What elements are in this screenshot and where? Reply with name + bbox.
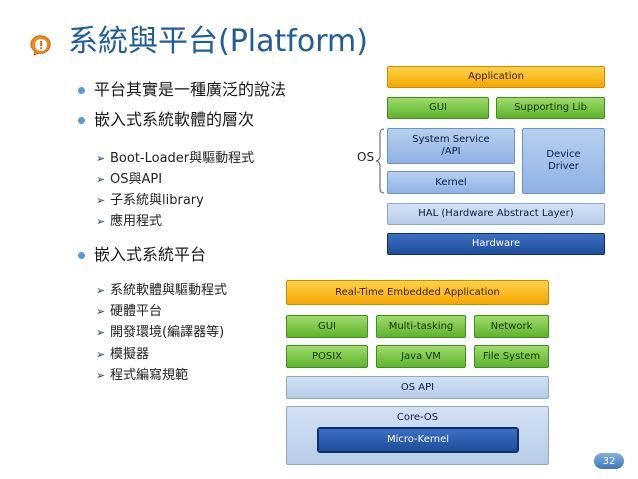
alert-icon [30,35,51,56]
platform-javavm: Java VM [376,345,466,368]
layer-supporting-lib: Supporting Lib [496,97,605,119]
bullet-platform-note: 平台其實是一種廣泛的說法 [77,80,287,99]
sub-bullet-emulator: 模擬器 [96,346,149,363]
page-number-badge: 32 [594,453,624,469]
layer-gui: GUI [387,97,489,119]
bullet-software-layers: 嵌入式系統軟體的層次 [77,110,255,129]
sub-bullet-subsystem: 子系統與library [96,192,204,209]
sub-bullet-application: 應用程式 [96,213,162,230]
platform-multitasking: Multi-tasking [376,315,466,338]
core-os-label: Core-OS [396,412,439,423]
sub-bullet-dev-environment: 開發環境(編譯器等) [96,324,224,341]
layer-device-driver: Device Driver [522,128,605,194]
layer-application: Application [387,66,605,88]
platform-gui: GUI [286,315,368,338]
platform-rt-application: Real-Time Embedded Application [286,280,549,305]
sub-bullet-hardware-platform: 硬體平台 [96,303,162,320]
platform-posix: POSIX [286,345,368,368]
layer-system-service-api: System Service /API [387,128,515,164]
os-label: OS [357,150,375,164]
platform-micro-kernel: Micro-Kernel [318,428,518,452]
sub-bullet-coding-standard: 程式編寫規範 [96,367,188,384]
sub-bullet-os-api: OS與API [96,171,162,188]
layer-hardware: Hardware [387,233,605,255]
layer-kernel: Kernel [387,171,515,194]
os-brace [375,128,385,194]
sub-bullet-bootloader: Boot-Loader與驅動程式 [96,150,254,167]
bullet-embedded-platform: 嵌入式系統平台 [77,245,207,264]
platform-os-api: OS API [286,376,549,399]
platform-network: Network [474,315,549,338]
sub-bullet-system-software: 系統軟體與驅動程式 [96,282,227,299]
platform-filesystem: File System [474,345,549,368]
page-title: 系統與平台(Platform) [68,24,368,59]
layer-hal: HAL (Hardware Abstract Layer) [387,203,605,225]
